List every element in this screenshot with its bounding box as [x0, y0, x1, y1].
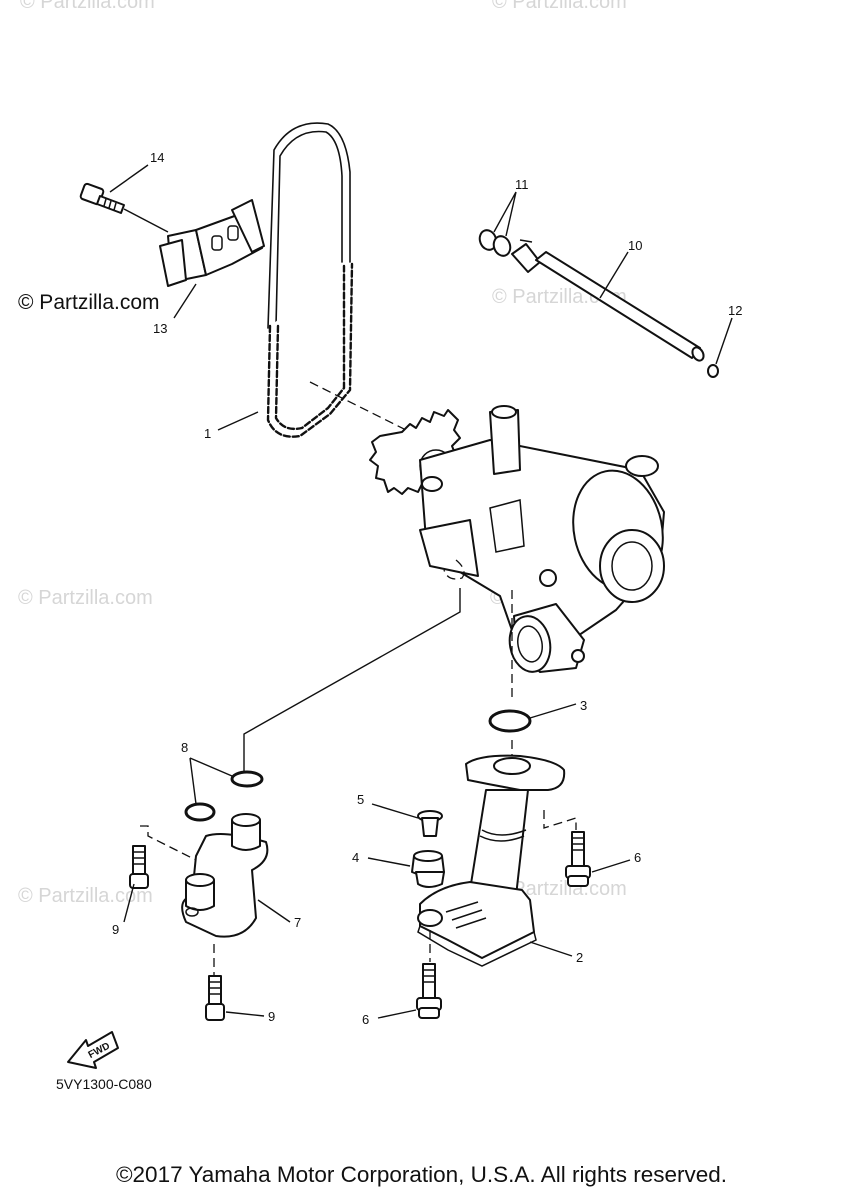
part-6-bolt-right[interactable]	[565, 831, 591, 887]
part-13-chain-guide[interactable]	[159, 199, 265, 287]
leader-11	[493, 191, 517, 237]
callout-1[interactable]: 1	[204, 426, 211, 441]
callout-9a[interactable]: 9	[112, 922, 119, 937]
part-14-bolt[interactable]	[79, 182, 125, 214]
callout-13[interactable]: 13	[153, 321, 167, 336]
leader-3	[529, 703, 577, 719]
leader-4	[367, 857, 411, 867]
callout-6b[interactable]: 6	[362, 1012, 369, 1027]
leader-6a	[591, 859, 631, 873]
diagram-code: 5VY1300-C080	[56, 1076, 152, 1092]
watermark-text: © Partzilla.com	[20, 0, 155, 13]
leader-10	[599, 251, 629, 299]
watermark-text: © Partzilla.com	[492, 0, 627, 13]
callout-11[interactable]: 11	[515, 177, 529, 192]
part-4-grommet[interactable]	[411, 850, 445, 888]
leader-8	[189, 757, 233, 805]
callout-10[interactable]: 10	[628, 238, 642, 253]
part-9-bolt-upper[interactable]	[129, 845, 149, 889]
leader-9b	[225, 1011, 265, 1017]
leader-6b	[377, 1009, 417, 1019]
watermark-text: © Partzilla.com	[18, 885, 153, 907]
axis-line-chain	[309, 381, 407, 431]
leader-7	[257, 899, 291, 923]
part-8-o-rings[interactable]	[184, 770, 264, 822]
leader-5	[371, 803, 419, 819]
part-7-pipe[interactable]	[181, 813, 269, 938]
part-12-o-ring[interactable]	[707, 364, 719, 378]
axis-line-bolt9	[140, 825, 197, 861]
leader-2	[529, 941, 573, 957]
part-2-strainer[interactable]	[417, 754, 566, 967]
fwd-arrow-icon: FWD	[67, 1031, 119, 1069]
callout-8[interactable]: 8	[181, 740, 188, 755]
callout-3[interactable]: 3	[580, 698, 587, 713]
callout-9b[interactable]: 9	[268, 1009, 275, 1024]
callout-14[interactable]: 14	[150, 150, 164, 165]
part-5-collar[interactable]	[417, 810, 443, 837]
part-10-pipe[interactable]	[511, 239, 706, 363]
callout-12[interactable]: 12	[728, 303, 742, 318]
leader-12	[715, 317, 733, 365]
callout-2[interactable]: 2	[576, 950, 583, 965]
watermark-text-dark: © Partzilla.com	[18, 291, 160, 314]
callout-4[interactable]: 4	[352, 850, 359, 865]
axis-line-bolt6a	[543, 810, 577, 830]
callout-5[interactable]: 5	[357, 792, 364, 807]
leader-9a	[123, 883, 135, 923]
part-6-bolt-bottom[interactable]	[416, 963, 442, 1019]
leader-14	[109, 164, 149, 193]
part-11-o-rings[interactable]	[477, 228, 513, 258]
leader-1	[217, 411, 259, 431]
copyright-footer: ©2017 Yamaha Motor Corporation, U.S.A. A…	[115, 1162, 728, 1187]
callout-7[interactable]: 7	[294, 915, 301, 930]
callout-6a[interactable]: 6	[634, 850, 641, 865]
part-1-chain[interactable]	[266, 122, 354, 438]
oil-pump-assembly[interactable]	[369, 405, 674, 675]
watermark-text: © Partzilla.com	[18, 587, 153, 609]
leader-13	[173, 283, 197, 319]
leader-14-axis	[123, 208, 169, 233]
part-3-o-ring[interactable]	[488, 709, 532, 733]
axis-line-pipe7	[243, 588, 461, 772]
part-9-bolt-lower[interactable]	[205, 975, 225, 1021]
